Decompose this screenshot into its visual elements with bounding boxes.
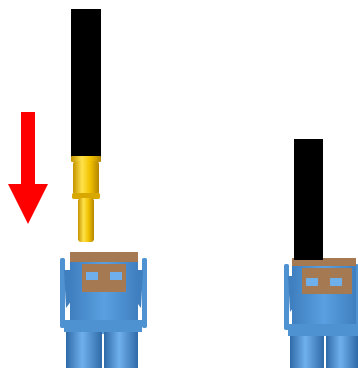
black-rod	[71, 9, 101, 157]
pin-body	[73, 161, 99, 195]
pin-collar	[71, 156, 101, 162]
socket-leg-right	[104, 332, 138, 368]
socket-top	[70, 252, 138, 264]
socket-leg-left	[66, 332, 102, 368]
connector-pin-assembly	[71, 9, 101, 242]
down-arrow-icon	[8, 112, 48, 224]
black-rod-inserted	[294, 139, 323, 260]
socket-left	[60, 252, 147, 368]
connector-inserted-assembly	[284, 139, 358, 368]
pin-tip	[78, 198, 94, 242]
